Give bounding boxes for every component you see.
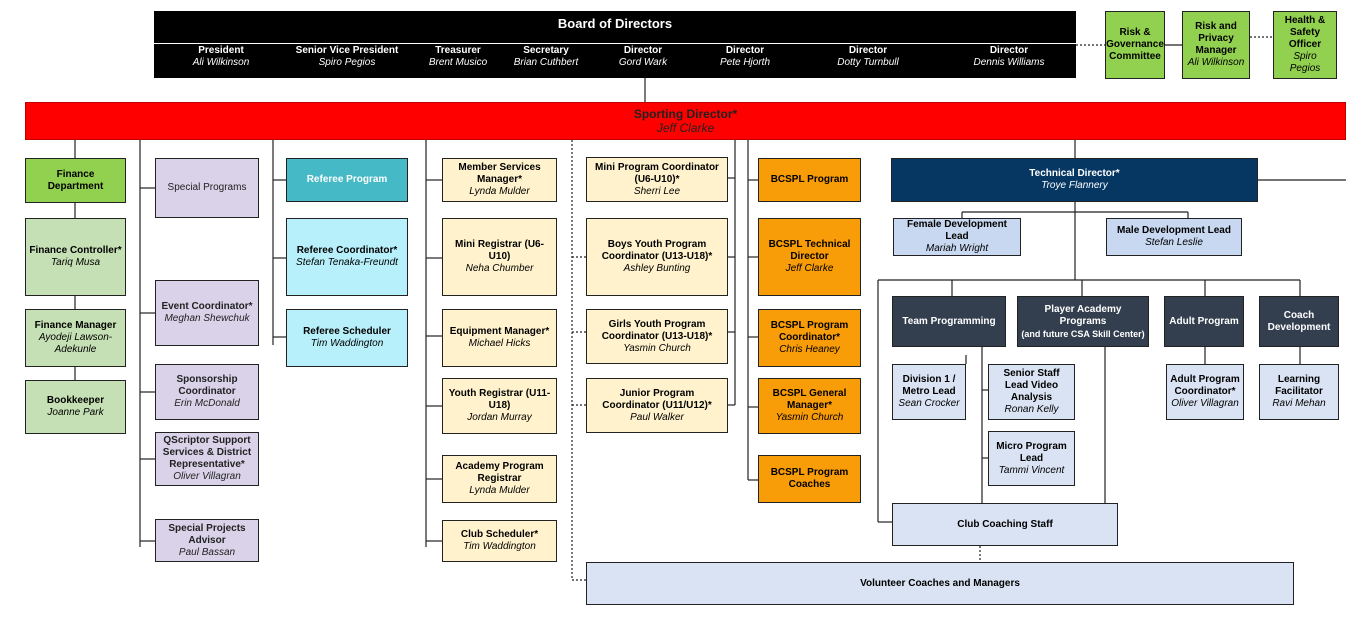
coach-development: Coach Development	[1259, 296, 1339, 347]
mini-registrar: Mini Registrar (U6-U10)Neha Chumber	[442, 218, 557, 296]
bcspl-program-coordinator: BCSPL Program Coordinator*Chris Heaney	[758, 309, 861, 367]
equipment-manager: Equipment Manager*Michael Hicks	[442, 309, 557, 367]
finance-department: Finance Department	[25, 158, 126, 203]
girls-youth-program-coordinator: Girls Youth Program Coordinator (U13-U18…	[586, 309, 728, 364]
player-academy-programs: Player Academy Programs(and future CSA S…	[1017, 296, 1149, 347]
board-divider	[154, 43, 1076, 44]
bcspl-program: BCSPL Program	[758, 158, 861, 202]
youth-registrar: Youth Registrar (U11-U18)Jordan Murray	[442, 378, 557, 434]
club-coaching-staff: Club Coaching Staff	[892, 503, 1118, 546]
qscriptor-support: QScriptor Support Services & District Re…	[155, 432, 259, 486]
team-programming: Team Programming	[892, 296, 1006, 347]
finance-controller: Finance Controller*Tariq Musa	[25, 218, 126, 296]
mini-program-coordinator: Mini Program Coordinator (U6-U10)*Sherri…	[586, 157, 728, 202]
adult-program: Adult Program	[1164, 296, 1244, 347]
sporting-director: Sporting Director*Jeff Clarke	[25, 102, 1346, 140]
volunteer-coaches-and-managers: Volunteer Coaches and Managers	[586, 562, 1294, 605]
bcspl-program-coaches: BCSPL Program Coaches	[758, 455, 861, 503]
member-services-manager: Member Services Manager*Lynda Mulder	[442, 158, 557, 202]
boys-youth-program-coordinator: Boys Youth Program Coordinator (U13-U18)…	[586, 218, 728, 296]
special-programs: Special Programs	[155, 158, 259, 218]
technical-director: Technical Director*Troye Flannery	[891, 158, 1258, 202]
board-title: Board of Directors	[557, 16, 673, 31]
club-scheduler: Club Scheduler*Tim Waddington	[442, 520, 557, 562]
event-coordinator: Event Coordinator*Meghan Shewchuk	[155, 280, 259, 346]
risk-governance-committee: Risk & Governance Committee	[1105, 11, 1165, 79]
bcspl-general-manager: BCSPL General Manager*Yasmin Church	[758, 378, 861, 434]
referee-program: Referee Program	[286, 158, 408, 202]
adult-program-coordinator: Adult Program Coordinator*Oliver Villagr…	[1166, 364, 1244, 420]
junior-program-coordinator: Junior Program Coordinator (U11/U12)*Pau…	[586, 378, 728, 433]
referee-coordinator: Referee Coordinator*Stefan Tenaka-Freund…	[286, 218, 408, 296]
